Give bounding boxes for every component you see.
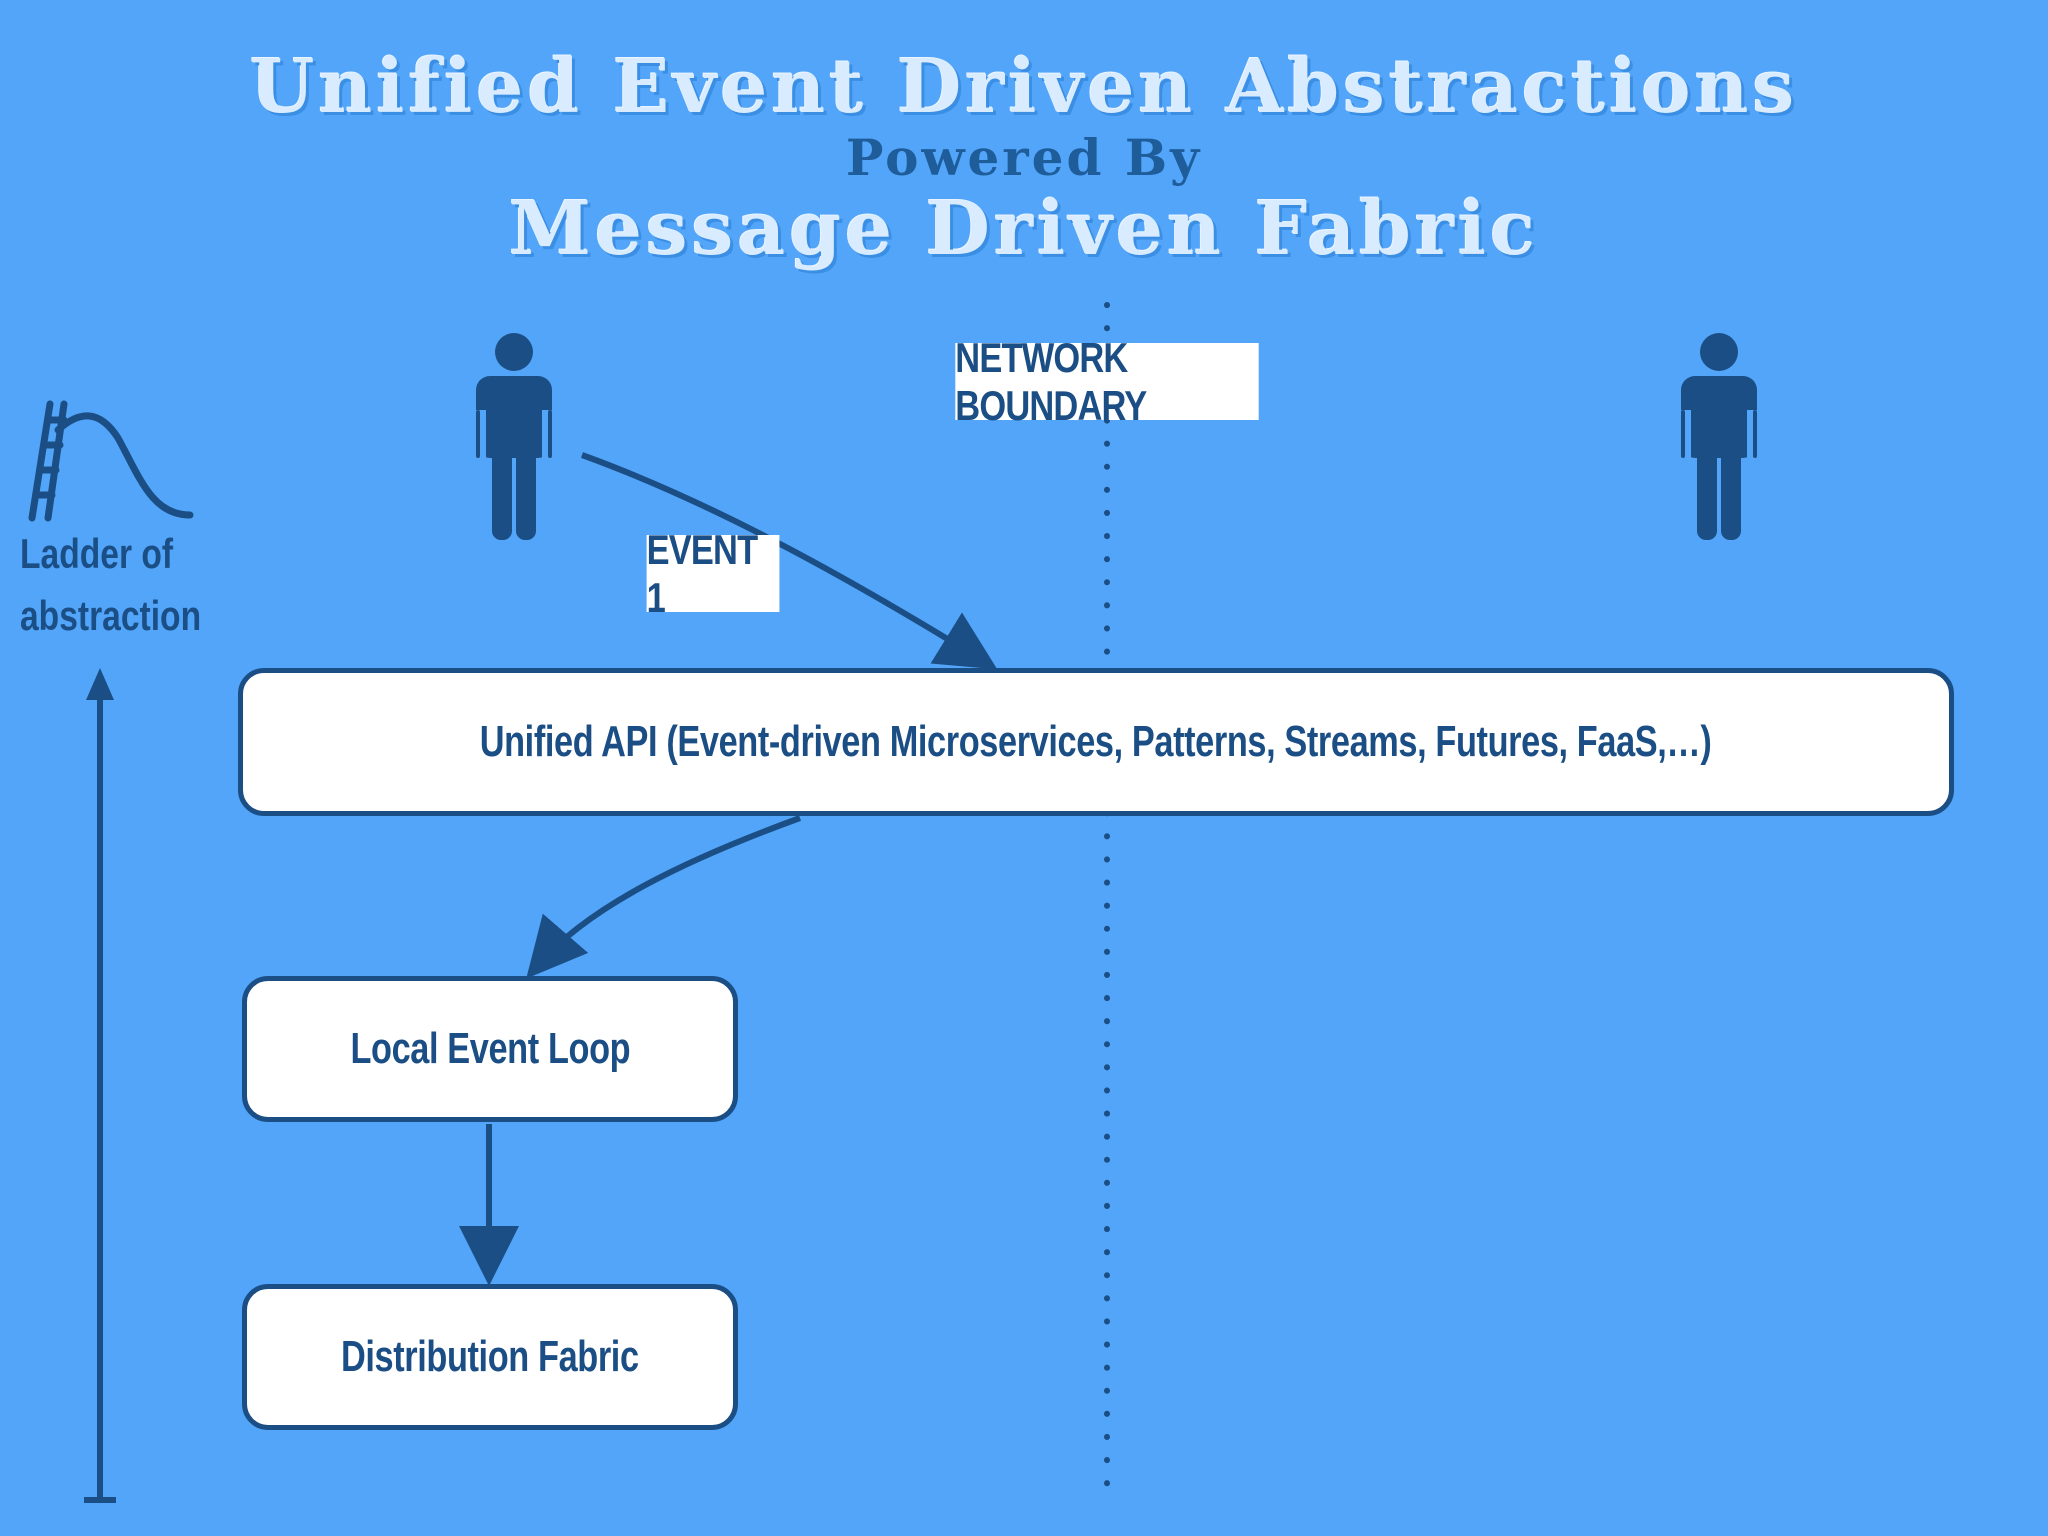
api-to-loop-arrow	[526, 815, 802, 979]
network-boundary-label: NETWORK BOUNDARY	[955, 334, 1259, 429]
slide-icon	[28, 400, 194, 522]
ladder-axis	[84, 668, 116, 1503]
person-icon	[1681, 333, 1757, 540]
ladder-label-line2: abstraction	[20, 592, 202, 639]
unified-api-node: Unified API (Event-driven Microservices,…	[238, 668, 1954, 816]
title-third: Message Driven Fabric	[508, 186, 1540, 272]
distribution-fabric-label: Distribution Fabric	[341, 1332, 639, 1381]
title-sub: Powered By	[845, 128, 1203, 187]
distribution-fabric-node: Distribution Fabric	[242, 1284, 738, 1430]
local-event-loop-label: Local Event Loop	[350, 1024, 630, 1073]
event-arrow	[580, 452, 998, 670]
ladder-label-line1: Ladder of	[20, 530, 174, 577]
title-main: Unified Event Driven Abstractions	[249, 44, 1799, 130]
event1-label: EVENT 1	[646, 526, 780, 621]
person-icon	[476, 333, 552, 540]
local-event-loop-node: Local Event Loop	[242, 976, 738, 1122]
unified-api-label: Unified API (Event-driven Microservices,…	[480, 717, 1712, 766]
